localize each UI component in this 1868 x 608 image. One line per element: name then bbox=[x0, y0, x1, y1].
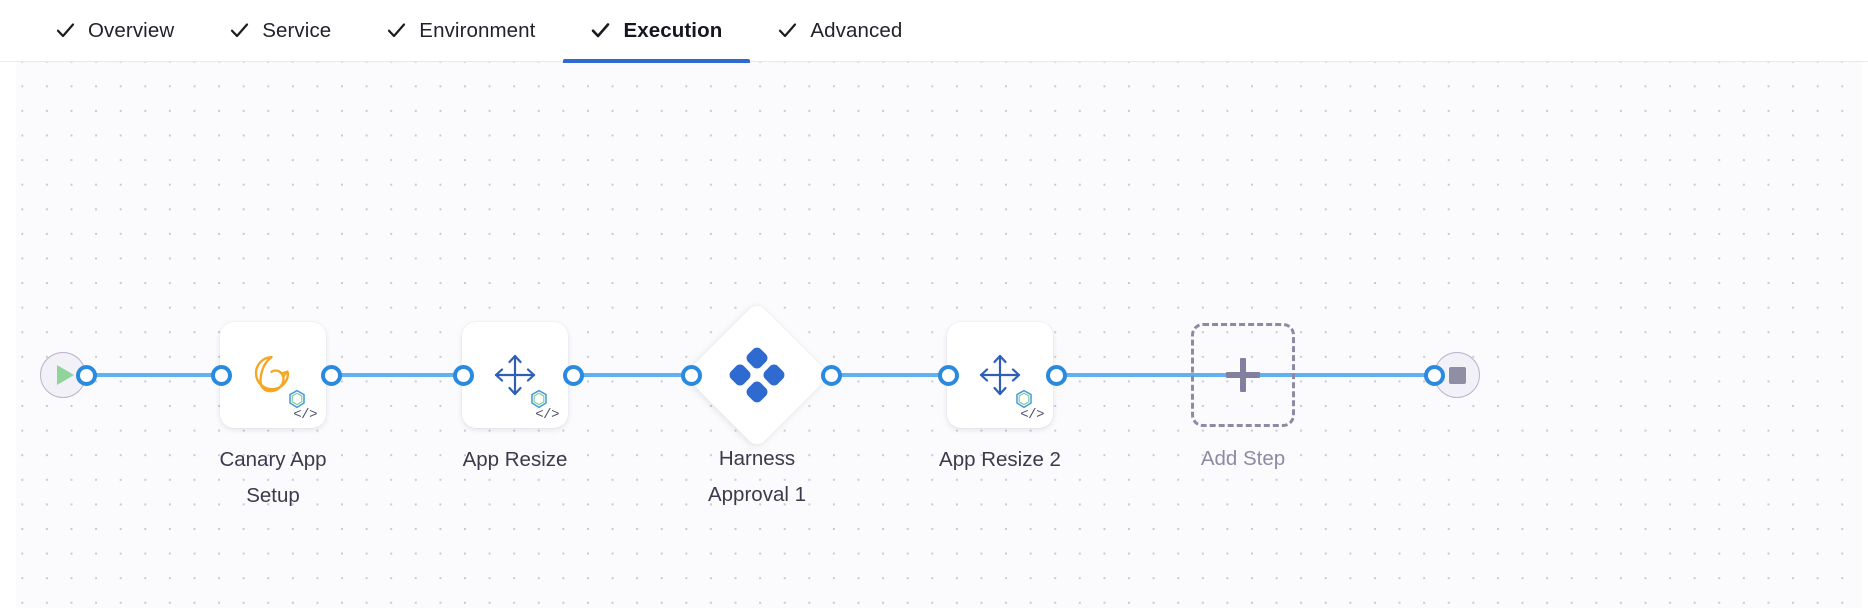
tab-label: Advanced bbox=[810, 18, 903, 42]
step-label: Canary App Setup bbox=[219, 448, 327, 507]
plus-icon bbox=[1226, 358, 1260, 392]
add-step-label: Add Step bbox=[1200, 447, 1286, 470]
code-yaml-icon[interactable]: </> bbox=[1020, 407, 1044, 423]
check-icon bbox=[56, 21, 75, 40]
port-resize2-out[interactable] bbox=[1046, 364, 1067, 386]
add-step-box[interactable] bbox=[1191, 323, 1295, 427]
pipeline-canvas[interactable]: </> Canary App Setup bbox=[0, 62, 1868, 608]
check-icon bbox=[230, 21, 249, 40]
hexagon-badge bbox=[529, 389, 549, 409]
stage-tab-bar: Overview Service Environment Execution A… bbox=[0, 0, 1868, 63]
step-node-app-resize-2[interactable]: </> App Resize 2 bbox=[905, 322, 1095, 478]
step-label: App Resize 2 bbox=[939, 448, 1061, 471]
start-node[interactable] bbox=[40, 352, 86, 398]
tab-label: Environment bbox=[419, 18, 536, 42]
step-node-canary-app-setup[interactable]: </> Canary App Setup bbox=[178, 322, 368, 514]
port-end-in[interactable] bbox=[1424, 364, 1445, 386]
start-node-circle[interactable] bbox=[40, 352, 86, 398]
resize-arrows-icon bbox=[487, 347, 547, 409]
stop-icon bbox=[1448, 366, 1466, 384]
port-approval-out[interactable] bbox=[821, 364, 842, 386]
harness-approval-icon bbox=[729, 347, 785, 403]
code-yaml-icon[interactable]: </> bbox=[535, 407, 559, 423]
canary-bird-icon bbox=[245, 347, 305, 409]
tab-execution[interactable]: Execution bbox=[563, 0, 751, 63]
port-resize-in[interactable] bbox=[453, 364, 474, 386]
port-canary-out[interactable] bbox=[321, 364, 342, 386]
tab-label: Service bbox=[262, 18, 332, 42]
approval-diamond[interactable] bbox=[683, 301, 831, 449]
port-start-out[interactable] bbox=[76, 364, 97, 386]
play-icon bbox=[57, 365, 74, 385]
tab-label: Execution bbox=[623, 18, 723, 42]
check-icon bbox=[778, 21, 797, 40]
tab-label: Overview bbox=[88, 18, 175, 42]
step-card[interactable]: </> bbox=[462, 322, 568, 428]
check-icon bbox=[387, 21, 406, 40]
step-node-harness-approval-1[interactable]: Harness Approval 1 bbox=[662, 301, 852, 513]
hexagon-badge bbox=[1014, 389, 1034, 409]
step-card[interactable]: </> bbox=[947, 322, 1053, 428]
add-step-node[interactable]: Add Step bbox=[1148, 323, 1338, 477]
port-canary-in[interactable] bbox=[211, 364, 232, 386]
code-yaml-icon[interactable]: </> bbox=[293, 407, 317, 423]
tab-overview[interactable]: Overview bbox=[28, 0, 202, 62]
tab-service[interactable]: Service bbox=[202, 0, 359, 62]
step-node-app-resize[interactable]: </> App Resize bbox=[420, 322, 610, 478]
port-approval-in[interactable] bbox=[681, 364, 702, 386]
tab-advanced[interactable]: Advanced bbox=[750, 0, 930, 62]
step-label: Harness Approval 1 bbox=[707, 447, 806, 506]
resize-arrows-icon bbox=[972, 347, 1032, 409]
hexagon-badge bbox=[287, 389, 307, 409]
step-label: App Resize bbox=[462, 448, 568, 471]
port-resize-out[interactable] bbox=[563, 364, 584, 386]
tab-environment[interactable]: Environment bbox=[359, 0, 563, 62]
port-resize2-in[interactable] bbox=[938, 364, 959, 386]
check-icon bbox=[591, 21, 610, 40]
step-card[interactable]: </> bbox=[220, 322, 326, 428]
